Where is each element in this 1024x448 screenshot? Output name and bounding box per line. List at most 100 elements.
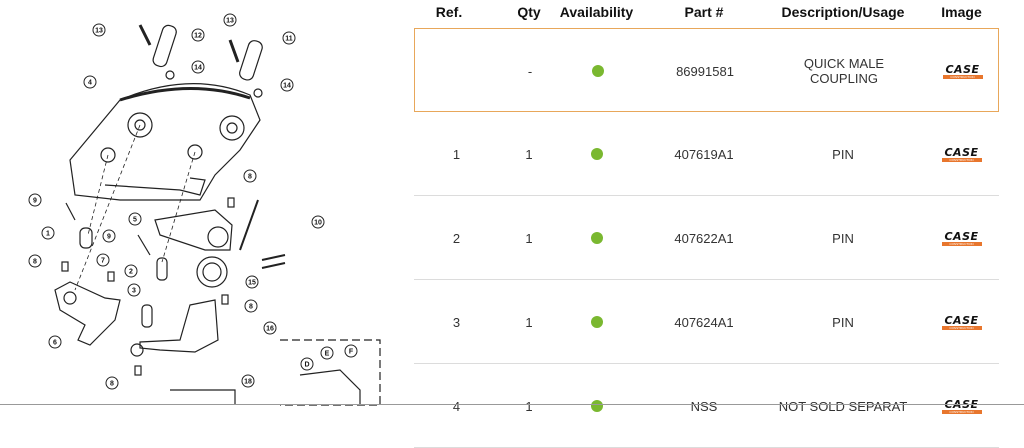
cell-part-number[interactable]: 407624A1 <box>674 314 734 330</box>
callout-label: 12 <box>194 33 202 40</box>
callout-label: 4 <box>88 80 92 87</box>
callout-circle <box>191 60 205 74</box>
case-logo: CASE CONSTRUCTION <box>941 231 982 246</box>
cell-description: NOT SOLD SEPARAT <box>764 364 922 448</box>
callout-label: 8 <box>248 174 252 181</box>
cell-availability <box>555 29 640 113</box>
callout-label: D <box>304 362 309 369</box>
description-line-1: NOT SOLD SEPARAT <box>778 398 908 414</box>
header-description: Description/Usage <box>781 4 905 20</box>
cell-ref: 2 <box>452 230 461 246</box>
callout-circle <box>223 13 237 27</box>
logo-sub-bar: CONSTRUCTION <box>941 157 982 162</box>
header-ref: Ref. <box>435 4 463 20</box>
callout-circle <box>28 254 42 268</box>
callout-label: 14 <box>283 83 291 90</box>
case-logo: CASE CONSTRUCTION <box>941 145 982 162</box>
cell-availability <box>554 196 639 280</box>
cell-image[interactable]: CASE CONSTRUCTION <box>924 112 999 196</box>
callout-label: 18 <box>244 379 252 386</box>
cell-image[interactable]: CASE CONSTRUCTION <box>924 364 999 448</box>
logo-sub-bar: CONSTRUCTION <box>941 325 982 330</box>
callout-label: E <box>325 351 330 358</box>
callout-label: 13 <box>95 28 103 35</box>
callout-circle <box>280 78 294 92</box>
cell-description: PIN <box>764 196 922 280</box>
callout-circle <box>127 283 141 297</box>
cell-image[interactable]: CASE CONSTRUCTION <box>925 29 1000 113</box>
callout-circle <box>48 335 62 349</box>
case-logo: CASE CONSTRUCTION <box>942 62 983 79</box>
callout-circle <box>311 215 325 229</box>
cell-part-number[interactable]: 86991581 <box>676 63 734 79</box>
callout-circle <box>128 212 142 226</box>
callout-label: F <box>349 349 354 356</box>
callout-circle <box>124 264 138 278</box>
logo-wordmark: CASE <box>945 62 980 76</box>
cell-qty: - <box>527 63 533 79</box>
callout-label: 5 <box>133 217 137 224</box>
availability-indicator <box>590 148 603 160</box>
availability-indicator <box>590 400 603 412</box>
cell-ref <box>415 29 500 113</box>
cell-image[interactable]: CASE CONSTRUCTION <box>924 196 999 280</box>
callout-circle <box>92 23 106 37</box>
description-line-1: PIN <box>832 146 854 162</box>
callout-label: 3 <box>132 288 136 295</box>
callout-label: 9 <box>33 198 37 205</box>
cell-description: PIN <box>764 112 922 196</box>
logo-wordmark: CASE <box>944 313 979 327</box>
callout-circle <box>241 374 255 388</box>
cell-ref: 3 <box>452 314 461 330</box>
callout-circle <box>282 31 296 45</box>
callout-circle <box>96 253 110 267</box>
availability-indicator <box>590 316 603 328</box>
callout-label: 15 <box>248 280 256 287</box>
cell-image[interactable]: CASE CONSTRUCTION <box>924 280 999 364</box>
callout-circle <box>244 299 258 313</box>
callout-label: 14 <box>194 65 202 72</box>
cell-qty: 1 <box>525 146 533 162</box>
cell-description: PIN <box>764 280 922 364</box>
callout-label: 1 <box>46 231 50 238</box>
callout-label: 2 <box>129 269 133 276</box>
cell-part-number[interactable]: 407619A1 <box>674 146 734 162</box>
case-logo: CASE CONSTRUCTION <box>941 313 982 330</box>
callout-label: 11 <box>285 36 293 43</box>
table-row[interactable]: 1 1 407619A1 PIN CASE CONSTRUCTION <box>414 112 999 196</box>
case-logo: CASE CONSTRUCTION <box>941 399 982 414</box>
cell-part-number[interactable]: NSS <box>690 398 718 414</box>
table-row[interactable]: 3 1 407624A1 PIN CASE CONSTRUCTION <box>414 280 999 364</box>
callout-label: 6 <box>53 340 57 347</box>
header-availability: Availability <box>559 4 634 20</box>
cell-qty: 1 <box>525 398 533 414</box>
table-row[interactable]: 4 1 NSS NOT SOLD SEPARAT CASE CONSTRUCTI… <box>414 364 999 448</box>
callout-circle <box>243 169 257 183</box>
description-line-2: COUPLING <box>810 71 878 86</box>
callout-circle <box>344 344 358 358</box>
table-row[interactable]: - 86991581 QUICK MALE COUPLING CASE CONS… <box>414 28 999 112</box>
cell-qty: 1 <box>525 314 533 330</box>
cell-description: QUICK MALE COUPLING <box>765 29 923 113</box>
callout-label: 10 <box>314 220 322 227</box>
callout-label: 16 <box>266 326 274 333</box>
cell-ref: 1 <box>452 146 461 162</box>
callout-circle <box>102 229 116 243</box>
cell-availability <box>554 280 639 364</box>
bottom-divider <box>0 404 1024 405</box>
header-image: Image <box>941 4 982 20</box>
callout-label: 8 <box>110 381 114 388</box>
logo-wordmark: CASE <box>944 145 979 159</box>
cell-part-number[interactable]: 407622A1 <box>674 230 734 246</box>
availability-indicator <box>591 65 604 77</box>
logo-sub-bar: CONSTRUCTION <box>941 409 982 414</box>
callout-circle <box>28 193 42 207</box>
description-line-1: PIN <box>832 230 854 246</box>
cell-availability <box>554 364 639 448</box>
callout-circle <box>300 357 314 371</box>
callout-circle <box>41 226 55 240</box>
callout-label: 8 <box>33 259 37 266</box>
header-part-number: Part # <box>684 4 724 20</box>
table-row[interactable]: 2 1 407622A1 PIN CASE CONSTRUCTION <box>414 196 999 280</box>
